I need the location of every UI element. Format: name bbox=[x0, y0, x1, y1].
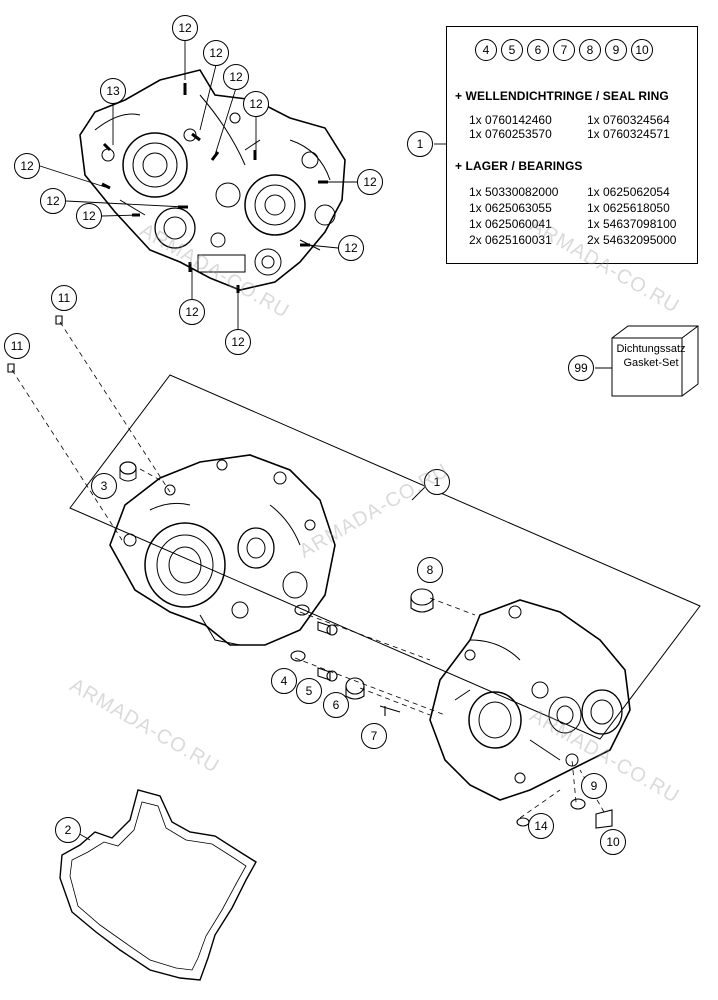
dashed-assembly-lines bbox=[11, 321, 605, 819]
callout-1-kit[interactable]: 1 bbox=[407, 131, 433, 157]
bearing-part-number: 2x 0625160031 bbox=[469, 233, 552, 247]
dowel-sleeve-3 bbox=[119, 461, 137, 475]
seal-part-number: 1x 0760253570 bbox=[469, 127, 552, 141]
kit-item-callout[interactable]: 7 bbox=[553, 39, 575, 61]
callout-11[interactable]: 11 bbox=[4, 333, 30, 359]
kit-item-callout[interactable]: 9 bbox=[605, 39, 627, 61]
gasket-set-label-de: Dichtungssatz bbox=[616, 343, 686, 355]
callout-1-case[interactable]: 1 bbox=[424, 469, 450, 495]
callout-5[interactable]: 5 bbox=[296, 678, 322, 704]
bearing-part-number: 1x 54637098100 bbox=[587, 217, 677, 231]
callout-12[interactable]: 12 bbox=[76, 203, 102, 229]
callout-2[interactable]: 2 bbox=[55, 817, 81, 843]
kit-item-callout[interactable]: 4 bbox=[475, 39, 497, 61]
callout-12[interactable]: 12 bbox=[179, 299, 205, 325]
callout-8[interactable]: 8 bbox=[417, 557, 443, 583]
callout-11[interactable]: 11 bbox=[51, 285, 77, 311]
gasket-set-box bbox=[595, 325, 699, 397]
kit-item-callout[interactable]: 5 bbox=[501, 39, 523, 61]
kit-item-callout[interactable]: 8 bbox=[579, 39, 601, 61]
bearing-part-number: 1x 0625063055 bbox=[469, 201, 552, 215]
bearing-part-number: 1x 0625062054 bbox=[587, 185, 670, 199]
crankcase-gasket bbox=[59, 789, 257, 981]
bearings-title: + LAGER / BEARINGS bbox=[455, 159, 583, 173]
callout-12[interactable]: 12 bbox=[357, 169, 383, 195]
callout-12[interactable]: 12 bbox=[203, 40, 229, 66]
bearing-part-number: 1x 0625060041 bbox=[469, 217, 552, 231]
right-crankcase-half bbox=[429, 599, 631, 801]
bearing-part-number: 1x 0625618050 bbox=[587, 201, 670, 215]
callout-10[interactable]: 10 bbox=[600, 829, 626, 855]
gasket-set-label: Dichtungssatz Gasket-Set bbox=[612, 342, 690, 370]
kit-item-callout[interactable]: 10 bbox=[631, 39, 653, 61]
kit-items-row: 4 5 6 7 8 9 10 bbox=[475, 39, 653, 61]
callout-14[interactable]: 14 bbox=[528, 813, 554, 839]
seal-part-number: 1x 0760142460 bbox=[469, 113, 552, 127]
top-leader-lines bbox=[39, 41, 446, 329]
callout-12[interactable]: 12 bbox=[172, 15, 198, 41]
callout-12[interactable]: 12 bbox=[338, 235, 364, 261]
callout-6[interactable]: 6 bbox=[323, 692, 349, 718]
callout-12[interactable]: 12 bbox=[243, 91, 269, 117]
callout-7[interactable]: 7 bbox=[361, 723, 387, 749]
callout-99[interactable]: 99 bbox=[568, 355, 594, 381]
callout-12[interactable]: 12 bbox=[223, 64, 249, 90]
callout-12[interactable]: 12 bbox=[14, 153, 40, 179]
callout-12[interactable]: 12 bbox=[225, 329, 251, 355]
callout-3[interactable]: 3 bbox=[91, 473, 117, 499]
seal-part-number: 1x 0760324564 bbox=[587, 113, 670, 127]
engine-assembled-view bbox=[79, 69, 346, 293]
bearing-part-number: 1x 50330082000 bbox=[469, 185, 559, 199]
kit-item-callout[interactable]: 6 bbox=[527, 39, 549, 61]
bearing-part-number: 2x 54632095000 bbox=[587, 233, 677, 247]
seal-ring-title: + WELLENDICHTRINGE / SEAL RING bbox=[455, 89, 669, 103]
callout-4[interactable]: 4 bbox=[271, 668, 297, 694]
exploded-group-outline bbox=[69, 374, 701, 740]
seal-bearing-kit-box: 4 5 6 7 8 9 10 + WELLENDICHTRINGE / SEAL… bbox=[446, 26, 698, 264]
callout-13[interactable]: 13 bbox=[100, 78, 126, 104]
callout-9[interactable]: 9 bbox=[581, 773, 607, 799]
left-crankcase-half bbox=[109, 454, 336, 646]
seal-part-number: 1x 0760324571 bbox=[587, 127, 670, 141]
gasket-set-label-en: Gasket-Set bbox=[623, 357, 679, 369]
callout-12[interactable]: 12 bbox=[40, 188, 66, 214]
small-parts bbox=[7, 315, 613, 829]
